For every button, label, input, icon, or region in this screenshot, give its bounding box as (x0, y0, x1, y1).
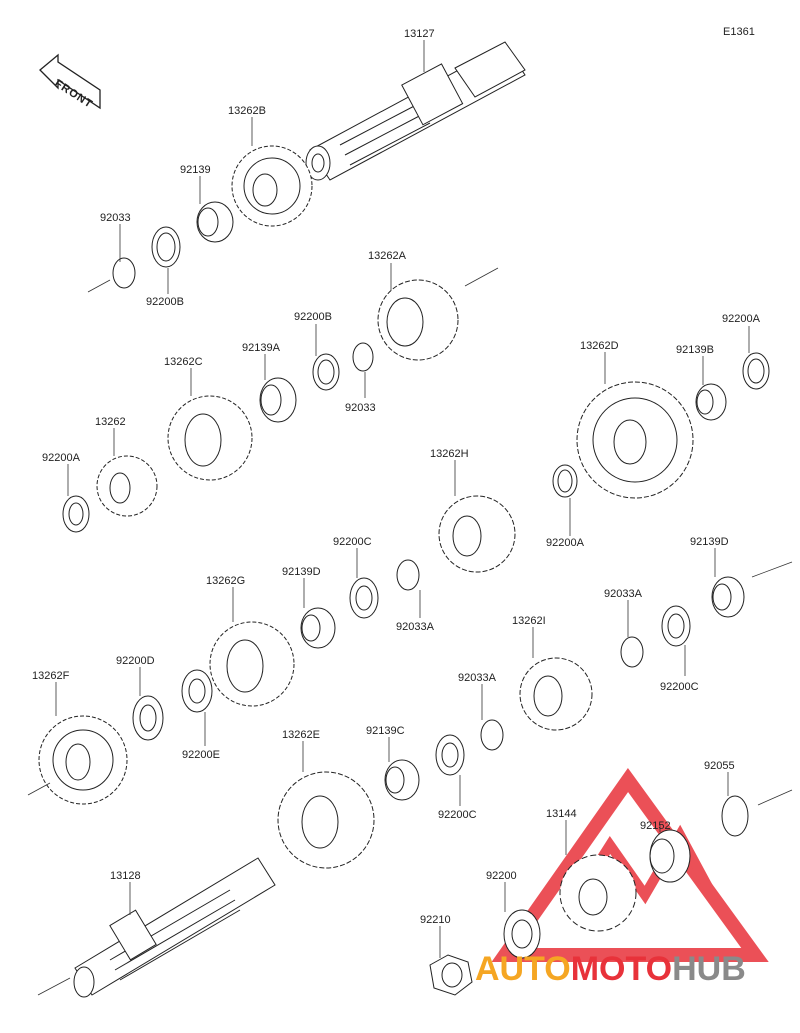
gear-13262D (576, 381, 694, 499)
callout-92200D: 92200D (116, 655, 155, 667)
washer-92200 (503, 909, 541, 959)
bearing-92139A (259, 377, 297, 423)
callout-92139A: 92139A (242, 342, 281, 354)
callout-13262F: 13262F (32, 670, 70, 682)
callout-13262E: 13262E (282, 729, 320, 741)
bearing-92139D-left (300, 607, 336, 649)
circlip-92033A-right (620, 636, 644, 668)
washer-92200D (132, 695, 164, 741)
watermark-text: AUTOMOTOHUB (475, 950, 746, 988)
watermark-logo (491, 767, 769, 962)
gear-13262 (96, 455, 158, 517)
shaft-13128 (73, 857, 276, 998)
callout-92139: 92139 (180, 164, 211, 176)
washer-92200A-left (62, 495, 90, 533)
gear-13262E (277, 771, 375, 869)
callout-13262A: 13262A (368, 250, 407, 262)
shaft-13127 (305, 41, 526, 181)
watermark-auto: AUTO (475, 950, 571, 988)
gear-13262C (167, 395, 253, 481)
callout-92200A-left: 92200A (42, 452, 81, 464)
bearing-92139D-right (711, 576, 745, 618)
callout-92033A-right: 92033A (604, 588, 643, 600)
callout-labels: 13127 13262B 92139 92033 92200B 13262A 9… (32, 28, 761, 926)
callout-13262: 13262 (95, 416, 126, 428)
watermark-moto: MOTO (571, 950, 672, 988)
gear-13262F (38, 715, 128, 805)
nut-92210 (429, 954, 473, 996)
washer-92200C-upper (349, 577, 379, 619)
watermark-hub: HUB (672, 950, 746, 988)
collar-92152 (649, 829, 691, 883)
callout-92200A-center: 92200A (546, 537, 585, 549)
bearing-92139 (196, 201, 234, 243)
bearing-92139C (384, 759, 420, 801)
callout-13262B: 13262B (228, 105, 266, 117)
callout-13262I: 13262I (512, 615, 546, 627)
callout-13127: 13127 (404, 28, 435, 40)
callout-92200C-upper: 92200C (333, 536, 372, 548)
callout-92139D-right: 92139D (690, 536, 729, 548)
callout-92139D-left: 92139D (282, 566, 321, 578)
callout-92033-top: 92033 (100, 212, 131, 224)
callout-leaders (55, 40, 750, 958)
gear-13262H (438, 495, 516, 573)
callout-13128: 13128 (110, 870, 141, 882)
washer-92200B-mid (312, 353, 340, 391)
washer-92200A-right (742, 352, 770, 390)
gear-13262A (377, 279, 459, 361)
svg-text:AUTOMOTOHUB: AUTOMOTOHUB (475, 950, 746, 988)
gear-13262I (519, 657, 593, 731)
callout-13262D: 13262D (580, 340, 619, 352)
washer-92200C-right (661, 605, 691, 647)
bearing-92139B (695, 383, 727, 421)
front-direction-arrow-icon: FRONT (39, 53, 101, 111)
center-lines (27, 267, 793, 996)
callout-92210: 92210 (420, 914, 451, 926)
circlip-92033A-lower (480, 719, 504, 751)
callout-92139C: 92139C (366, 725, 405, 737)
circlip-92033-mid (352, 342, 374, 372)
callout-92033A-lower: 92033A (458, 672, 497, 684)
washer-92200B-top (151, 226, 181, 268)
callout-92033A-upper: 92033A (396, 621, 435, 633)
callout-92200A-right: 92200A (722, 313, 761, 325)
circlip-92033A-upper (396, 559, 420, 591)
washer-92200A-center (552, 464, 578, 498)
gear-13262B (231, 145, 313, 227)
callout-92200: 92200 (486, 870, 517, 882)
sprocket-13144 (559, 854, 637, 932)
callout-92200B-top: 92200B (146, 296, 184, 308)
circlip-92033-top (112, 257, 136, 289)
gear-13262G (209, 621, 295, 707)
callout-92139B: 92139B (676, 344, 714, 356)
callout-13262H: 13262H (430, 448, 469, 460)
oring-92055 (721, 795, 749, 837)
diagram-code: E1361 (723, 26, 755, 38)
callout-92200C-right: 92200C (660, 681, 699, 693)
callout-92200B-mid: 92200B (294, 311, 332, 323)
callout-92152: 92152 (640, 820, 671, 832)
callout-92200C-lower: 92200C (438, 809, 477, 821)
washer-92200C-lower (435, 734, 465, 776)
washer-92200E (181, 669, 213, 713)
callout-92200E: 92200E (182, 749, 220, 761)
callout-92033-mid: 92033 (345, 402, 376, 414)
callout-13262G: 13262G (206, 575, 245, 587)
callout-92055: 92055 (704, 760, 735, 772)
callout-13262C: 13262C (164, 356, 203, 368)
callout-13144: 13144 (546, 808, 577, 820)
